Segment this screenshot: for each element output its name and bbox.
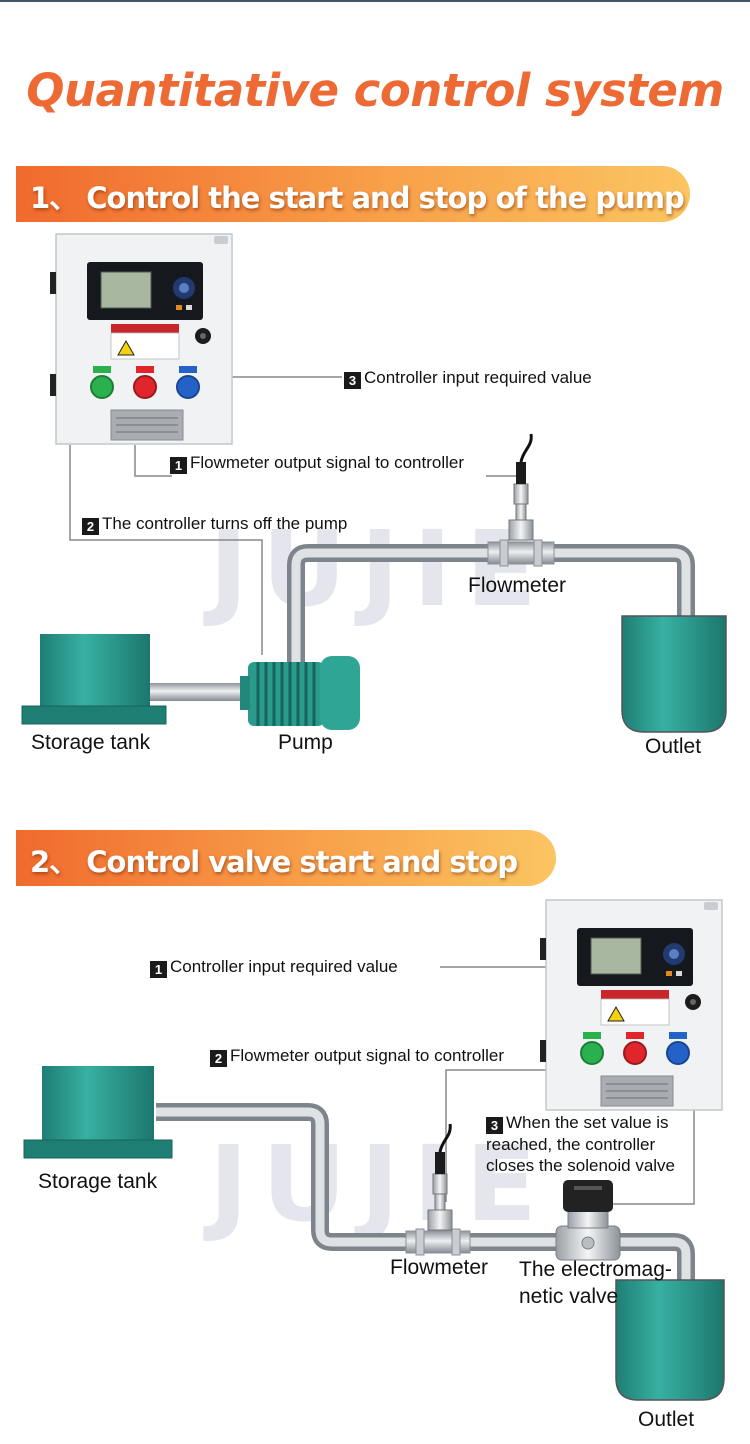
section1-outlet-label: Outlet bbox=[645, 735, 702, 758]
step-text: Controller input required value bbox=[170, 957, 398, 976]
section1-flowmeter-label: Flowmeter bbox=[468, 574, 567, 597]
step-number-badge: 1 bbox=[150, 961, 167, 978]
step-number-badge: 2 bbox=[210, 1050, 227, 1067]
step-text: Controller input required value bbox=[364, 368, 592, 387]
section1-pump bbox=[240, 656, 360, 730]
top-border-line bbox=[0, 0, 750, 2]
watermark-1: JUJIE bbox=[203, 508, 551, 630]
section2-outlet-label: Outlet bbox=[638, 1408, 695, 1431]
section2-banner: 2、 Control valve start and stop bbox=[16, 830, 556, 886]
section2-heading: 2、 Control valve start and stop bbox=[30, 845, 518, 879]
section1-outlet-tank bbox=[621, 615, 727, 733]
watermark-2: JUJIE bbox=[203, 1123, 551, 1245]
section1-storage-tank bbox=[21, 634, 167, 725]
step-text: When the set value is reached, the contr… bbox=[486, 1113, 676, 1175]
section2-valve-label: The electromag- netic valve bbox=[519, 1258, 672, 1308]
section1-heading: 1、 Control the start and stop of the pum… bbox=[30, 181, 685, 215]
step-number-badge: 1 bbox=[170, 457, 187, 474]
section2-pipe bbox=[156, 1103, 695, 1285]
step-number-badge: 2 bbox=[82, 518, 99, 535]
page-title: Quantitative control system bbox=[26, 64, 724, 117]
section1-storage-tank-label: Storage tank bbox=[31, 731, 151, 754]
section1-flowmeter-device bbox=[487, 432, 555, 567]
step-text: The controller turns off the pump bbox=[102, 514, 348, 533]
section1-controller-box bbox=[49, 233, 233, 445]
step-number-badge: 3 bbox=[344, 372, 361, 389]
section1-pump-label: Pump bbox=[278, 731, 333, 754]
step-text: Flowmeter output signal to controller bbox=[230, 1046, 505, 1065]
step-text: Flowmeter output signal to controller bbox=[190, 453, 465, 472]
section2-flowmeter-label: Flowmeter bbox=[390, 1256, 489, 1279]
section2-solenoid-valve bbox=[555, 1180, 621, 1261]
section2-storage-tank bbox=[23, 1066, 173, 1159]
section2-controller-box bbox=[539, 899, 723, 1111]
section2-storage-tank-label: Storage tank bbox=[38, 1170, 158, 1193]
section2-wiring bbox=[440, 966, 695, 1205]
step-number-badge: 3 bbox=[486, 1117, 503, 1134]
section1-banner: 1、 Control the start and stop of the pum… bbox=[16, 166, 690, 222]
section2-outlet-tank bbox=[615, 1279, 725, 1401]
section2-flowmeter-device bbox=[405, 1122, 471, 1256]
